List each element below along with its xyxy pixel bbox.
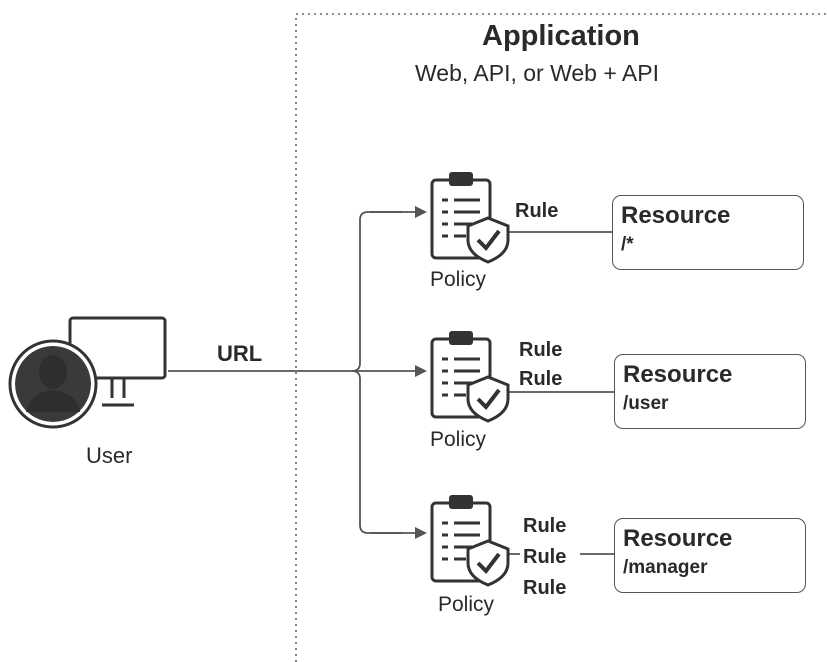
policy-clipboard-icon xyxy=(430,172,510,264)
branch-bracket xyxy=(351,211,402,534)
rule-label: Rule xyxy=(519,339,563,361)
resource-title: Resource xyxy=(623,525,733,552)
policy-clipboard-icon xyxy=(430,495,510,587)
resource-path: /manager xyxy=(623,557,708,578)
rule-label: Rule xyxy=(523,577,567,599)
resource-box: Resource /* xyxy=(612,195,804,270)
rule-label: Rule xyxy=(523,546,567,568)
resource-title: Resource xyxy=(623,361,733,388)
rule-label: Rule xyxy=(519,368,563,390)
policy-label: Policy xyxy=(430,428,487,451)
application-boundary xyxy=(295,13,827,662)
url-label: URL xyxy=(217,341,263,366)
rule-label: Rule xyxy=(523,515,567,537)
policy-clipboard-icon xyxy=(430,331,510,423)
monitor-icon xyxy=(68,316,167,407)
application-title: Application xyxy=(482,20,640,52)
policy-label: Policy xyxy=(430,268,487,291)
avatar-icon xyxy=(8,339,98,429)
application-subtitle: Web, API, or Web + API xyxy=(415,60,659,86)
resource-box: Resource /manager xyxy=(614,518,806,593)
resource-box: Resource /user xyxy=(614,354,806,429)
rule-label: Rule xyxy=(515,200,559,222)
resource-title: Resource xyxy=(621,202,731,229)
resource-path: /* xyxy=(621,234,634,255)
policy-label: Policy xyxy=(438,593,495,616)
user-label: User xyxy=(86,443,133,468)
resource-path: /user xyxy=(623,393,669,414)
